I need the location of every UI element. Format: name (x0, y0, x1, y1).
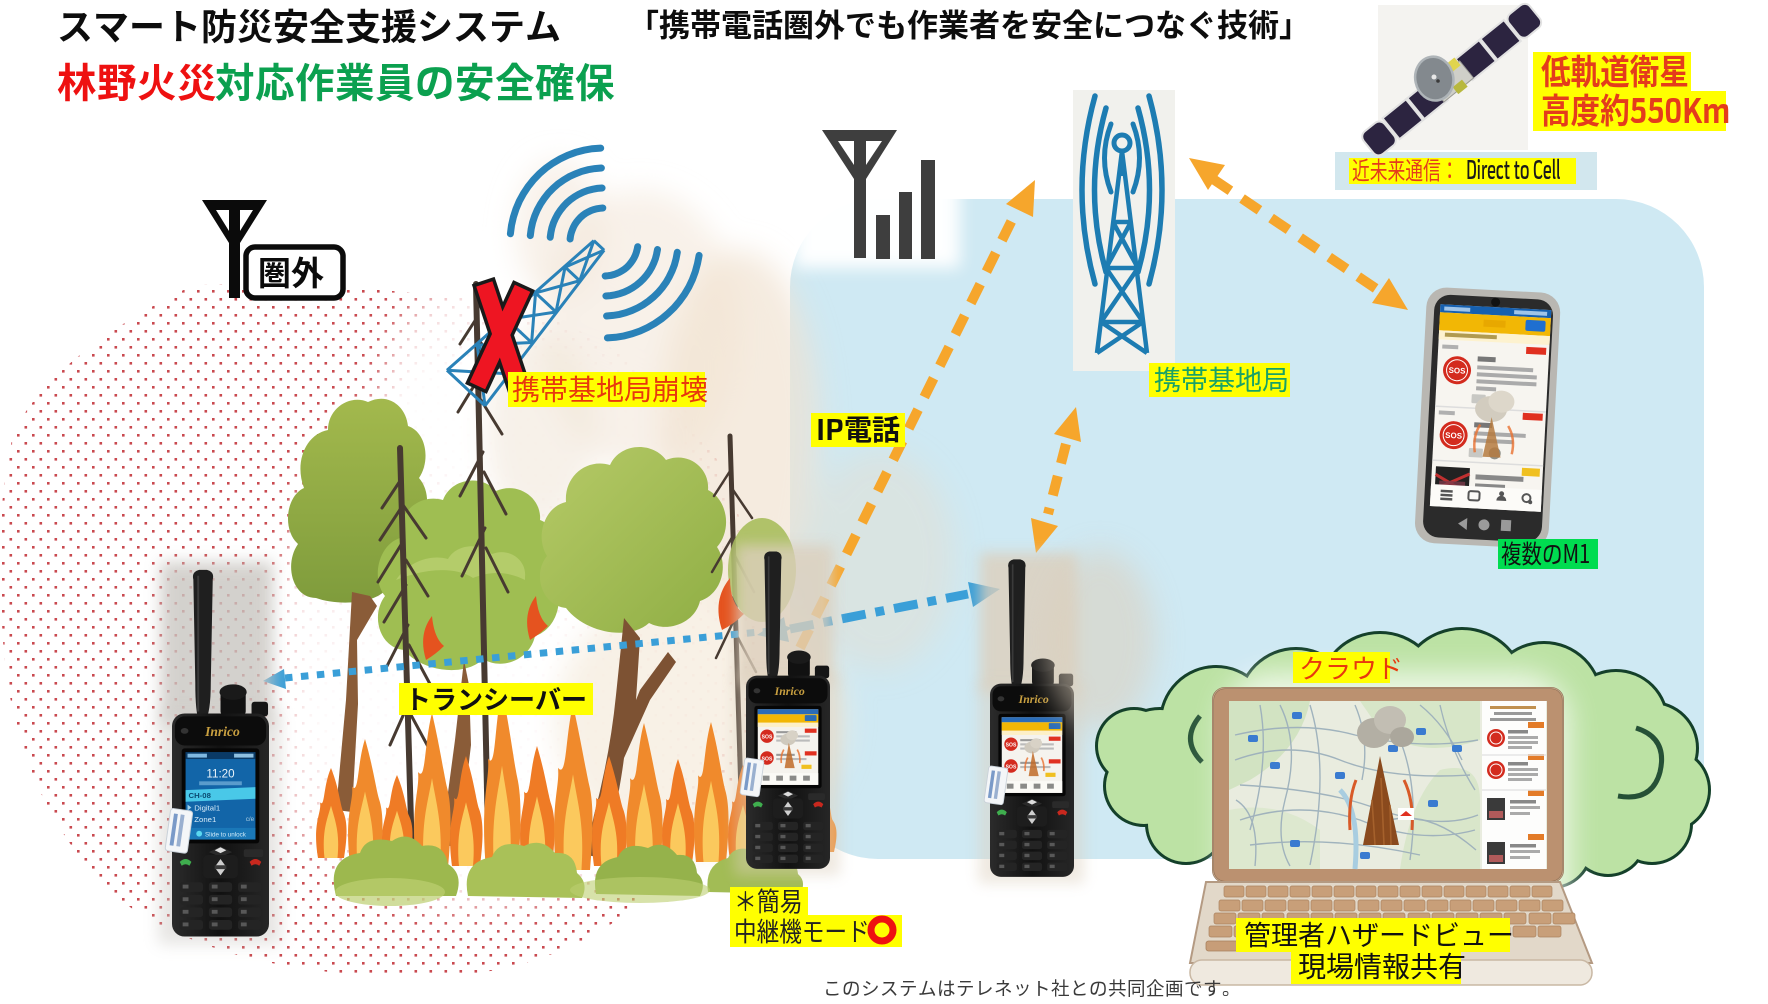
svg-text:Zone1: Zone1 (194, 815, 216, 824)
svg-text:Inrico: Inrico (1018, 693, 1049, 706)
svg-text:SOS: SOS (1006, 765, 1017, 771)
svg-text:Slide to unlock: Slide to unlock (205, 832, 247, 839)
svg-text:11:20: 11:20 (206, 767, 235, 780)
svg-text:SOS: SOS (1445, 431, 1463, 441)
svg-text:CH-08: CH-08 (188, 791, 211, 800)
svg-text:SOS: SOS (762, 735, 773, 741)
svg-text:SOS: SOS (1448, 366, 1466, 376)
svg-text:c/e: c/e (246, 816, 255, 823)
svg-text:SOS: SOS (1006, 743, 1017, 749)
svg-text:Inrico: Inrico (204, 724, 240, 739)
svg-text:Digital1: Digital1 (194, 803, 220, 812)
svg-text:Inrico: Inrico (774, 685, 805, 698)
svg-text:SOS: SOS (762, 757, 773, 763)
